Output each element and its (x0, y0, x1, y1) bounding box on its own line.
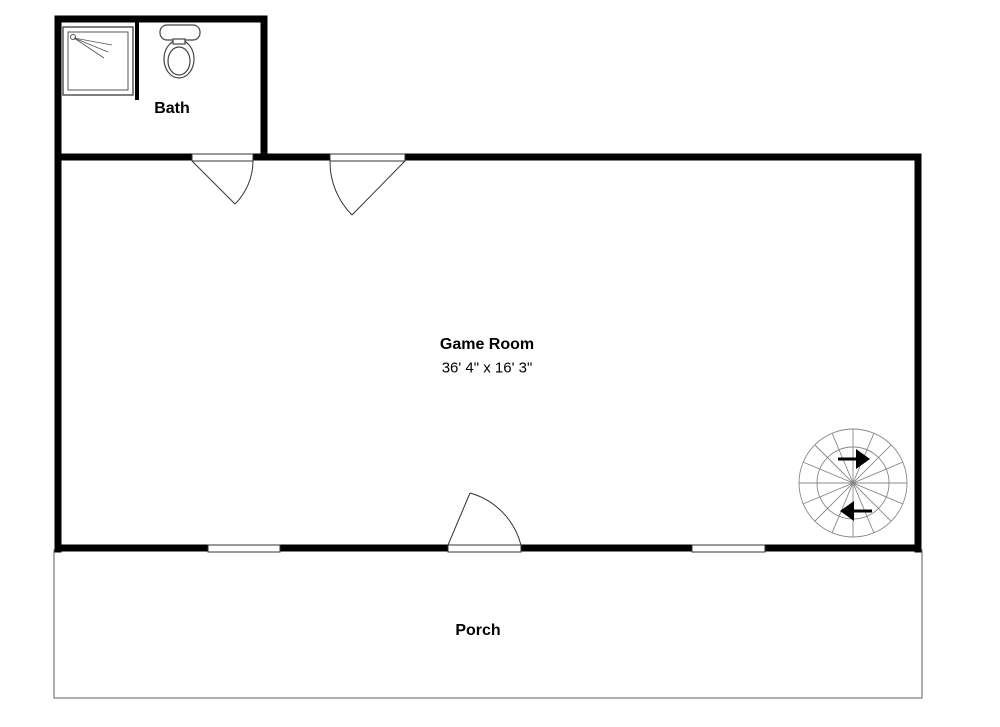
shower-icon (62, 26, 134, 96)
stair-down-arrow-icon (840, 501, 872, 521)
window-left (207, 544, 281, 553)
stair-up-arrow-icon (838, 449, 870, 469)
bath-door (191, 153, 254, 205)
game-room-dimensions: 36' 4" x 16' 3" (441, 359, 533, 377)
game-room-walls (54, 153, 922, 553)
window-right (691, 544, 766, 553)
bath-walls (54, 15, 268, 161)
game-room-label: Game Room (439, 336, 535, 353)
porch-label: Porch (455, 622, 501, 639)
bath-label: Bath (154, 100, 190, 117)
closet-door (329, 153, 406, 216)
entry-door (447, 492, 522, 553)
toilet-icon (159, 24, 201, 79)
spiral-staircase-icon (798, 428, 908, 538)
